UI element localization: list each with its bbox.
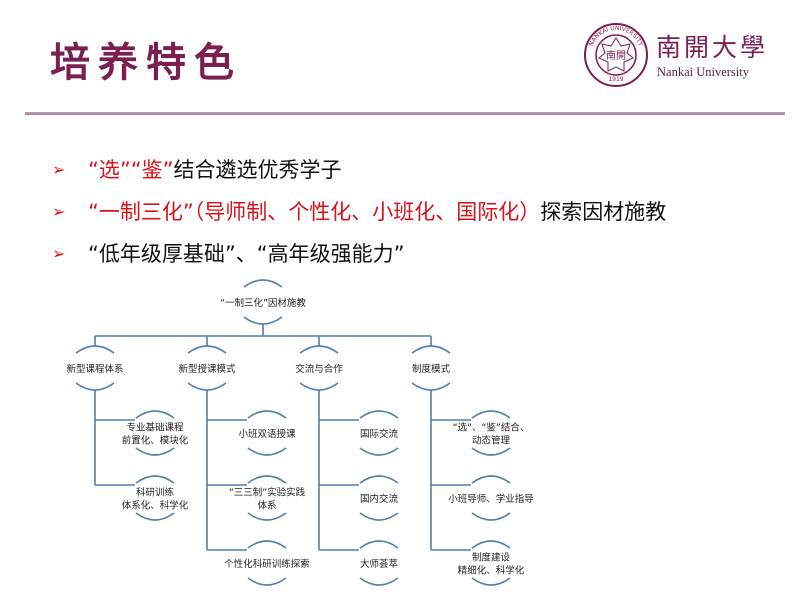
arrow-bullet-icon: ➢	[52, 201, 66, 221]
node-label: 制度建设	[472, 552, 511, 564]
node-label: 动态管理	[472, 435, 511, 447]
node-bottom-arc	[247, 512, 287, 521]
node-label: 专业基础课程	[126, 422, 184, 434]
node-label: 国际交流	[360, 428, 399, 440]
header-divider	[25, 112, 785, 115]
node-label: 体系化、科学化	[122, 500, 189, 512]
node-top-arc	[243, 279, 283, 288]
seal-center-text: 南開	[606, 49, 626, 62]
node-label: 国内交流	[360, 493, 399, 505]
node-top-arc	[411, 345, 451, 354]
node-bottom-arc	[243, 316, 283, 325]
bullet-item: ➢ “选”“鉴” 结合遴选优秀学子	[52, 148, 666, 190]
university-seal-icon: 南開 1919 NANKAI UNIVERSITY	[584, 23, 648, 87]
branch-label: 新型课程体系	[66, 363, 123, 375]
node-label: “三三制”实验实践	[229, 487, 306, 499]
node-label: 大师荟萃	[360, 558, 398, 570]
bullet-highlight: “选”“鉴”	[88, 158, 174, 182]
node-label: 前置化、模块化	[122, 435, 189, 447]
nankai-logo: 南開 1919 NANKAI UNIVERSITY 南開大學 Nankai Un…	[583, 22, 783, 92]
node-bottom-arc	[471, 577, 511, 586]
node-label: “一制三化”因材施教	[220, 297, 306, 309]
node-top-arc	[359, 540, 399, 549]
seal-year: 1919	[608, 76, 623, 83]
node-bottom-arc	[75, 382, 115, 391]
node-label: 精细化、科学化	[458, 565, 525, 577]
node-label: “选”、“鉴”结合、	[453, 422, 530, 434]
node-bottom-arc	[359, 512, 399, 521]
node-bottom-arc	[135, 512, 175, 521]
logo-chinese-name: 南開大學	[656, 33, 769, 62]
node-bottom-arc	[247, 577, 287, 586]
bullet-item: ➢ “低年级厚基础”、“高年级强能力”	[52, 232, 666, 274]
node-bottom-arc	[411, 382, 451, 391]
branch-label: 制度模式	[412, 363, 451, 375]
node-bottom-arc	[135, 447, 175, 456]
bullet-text: 探索因材施教	[540, 200, 667, 224]
node-top-arc	[471, 410, 511, 419]
arrow-bullet-icon: ➢	[52, 159, 66, 179]
node-top-arc	[359, 475, 399, 484]
node-bottom-arc	[247, 447, 287, 456]
bullet-list: ➢ “选”“鉴” 结合遴选优秀学子 ➢ “一制三化”（导师制、个性化、小班化、国…	[52, 148, 666, 274]
node-top-arc	[471, 540, 511, 549]
node-bottom-arc	[359, 577, 399, 586]
node-top-arc	[187, 345, 227, 354]
logo-english-name: Nankai University	[657, 65, 749, 79]
node-bottom-arc	[471, 512, 511, 521]
node-top-arc	[299, 345, 339, 354]
node-top-arc	[471, 475, 511, 484]
node-label: 体系	[257, 500, 276, 512]
node-label: 小班双语授课	[238, 428, 296, 440]
node-bottom-arc	[471, 447, 511, 456]
node-top-arc	[135, 410, 175, 419]
bullet-highlight: “一制三化”（导师制、个性化、小班化、国际化）	[88, 200, 541, 224]
arrow-bullet-icon: ➢	[52, 243, 66, 263]
node-label: 个性化科研训练探索	[224, 558, 310, 570]
node-top-arc	[75, 345, 115, 354]
node-top-arc	[135, 475, 175, 484]
node-bottom-arc	[299, 382, 339, 391]
node-top-arc	[359, 410, 399, 419]
node-bottom-arc	[359, 447, 399, 456]
node-label: 科研训练	[136, 487, 175, 499]
branch-label: 新型授课模式	[178, 363, 236, 375]
node-top-arc	[247, 410, 287, 419]
node-bottom-arc	[187, 382, 227, 391]
bullet-item: ➢ “一制三化”（导师制、个性化、小班化、国际化） 探索因材施教	[52, 190, 666, 232]
page-title: 培养特色	[50, 39, 242, 86]
branch-label: 交流与合作	[295, 363, 343, 375]
bullet-text: “低年级厚基础”、“高年级强能力”	[88, 242, 405, 266]
bullet-text: 结合遴选优秀学子	[173, 158, 342, 182]
node-top-arc	[247, 540, 287, 549]
node-label: 小班导师、学业指导	[448, 493, 534, 505]
node-top-arc	[247, 475, 287, 484]
